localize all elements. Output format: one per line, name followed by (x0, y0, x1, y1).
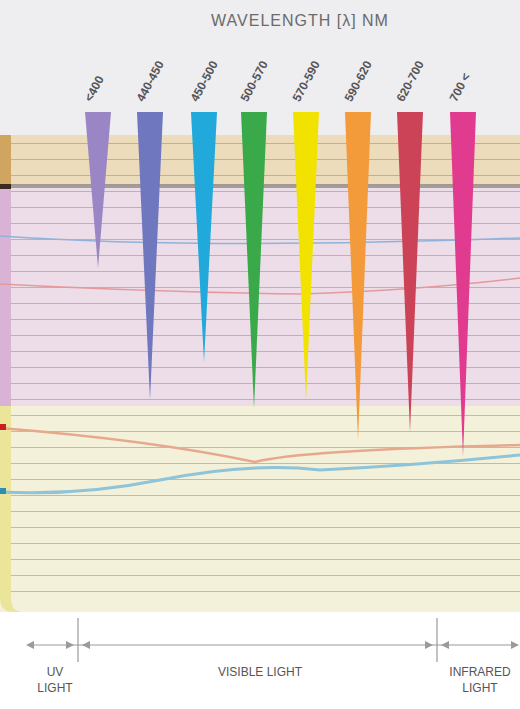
spectrum-region-label: VISIBLE LIGHT (180, 664, 340, 680)
spectrum-region-label: INFRARED LIGHT (444, 664, 516, 696)
spectrum-region-label: UV LIGHT (34, 664, 76, 696)
wavelength-wedges (85, 112, 476, 456)
spectrum-axis (26, 618, 519, 662)
chart-title: WAVELENGTH [λ] NM (211, 12, 389, 30)
